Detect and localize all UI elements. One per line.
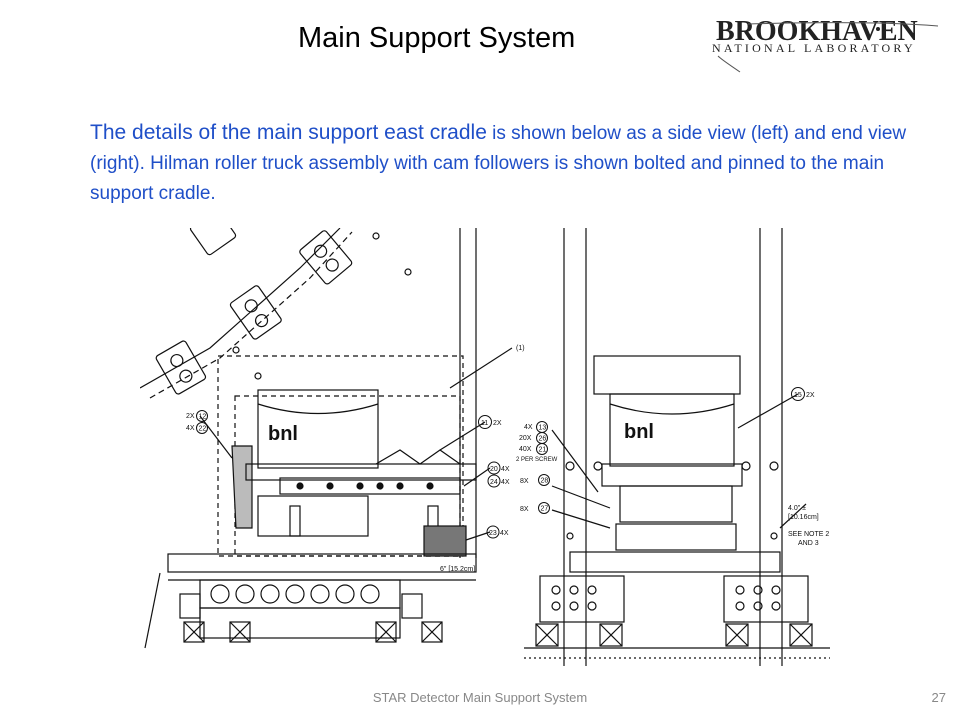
callout-qty: 8X: [520, 478, 529, 485]
bnl-logo-end: bnl: [624, 421, 654, 443]
callout-number: 12: [199, 414, 207, 421]
engineering-drawing: bnl bnl 2X 12 4X 22 11 2X 20 4X 24 4X 23…: [140, 228, 830, 666]
body-text-rest: is shown below as a side view (left) and…: [90, 123, 907, 204]
side-view: [140, 228, 513, 649]
callout-number: 27: [541, 506, 549, 513]
brookhaven-logo: BROOKHAVEN NATIONAL LABORATORY: [712, 16, 939, 73]
bnl-logo-side: bnl: [268, 423, 298, 445]
callout-number: 15: [794, 392, 802, 399]
callout-number: 13: [539, 425, 547, 432]
callout-number: 11: [481, 420, 488, 427]
callout-qty: 20X: [519, 435, 532, 442]
slide-title: Main Support System: [298, 22, 576, 54]
end-view: [524, 228, 830, 666]
callout-qty: 40X: [519, 446, 532, 453]
end-note-continued: AND 3: [798, 540, 819, 547]
callout-number: 26: [539, 436, 547, 443]
callout-number: 20: [490, 466, 498, 473]
callout-qty: 4X: [501, 466, 510, 473]
end-note-per-screw: 2 PER SCREW: [516, 457, 558, 463]
callout-number: 24: [490, 479, 498, 486]
svg-text:NATIONAL LABORATORY: NATIONAL LABORATORY: [712, 41, 916, 55]
callout-qty: 2X: [493, 420, 502, 427]
body-text-lead: The details of the main support east cra…: [90, 121, 487, 144]
callout-qty: 2X: [806, 392, 815, 399]
callout-number: 22: [199, 426, 207, 433]
callout-number: 23: [489, 530, 497, 537]
callout-qty: 4X: [500, 530, 509, 537]
page-number: 27: [931, 690, 946, 705]
callout-qty: 4X: [501, 479, 510, 486]
svg-text:BROOKHAVEN: BROOKHAVEN: [716, 16, 918, 47]
callout-qty: 8X: [520, 506, 529, 513]
callout-number: 21: [539, 447, 547, 454]
slide-body-text: The details of the main support east cra…: [90, 118, 910, 209]
side-dimension: 6" [15.2cm]: [440, 566, 475, 573]
side-note: (1): [516, 345, 525, 352]
callout-number: 28: [541, 478, 549, 485]
slide-footer: STAR Detector Main Support System: [372, 690, 588, 705]
end-dimension-metric: [10.16cm]: [788, 514, 819, 521]
callout-qty: 4X: [186, 425, 195, 432]
callout-qty: 2X: [186, 413, 195, 420]
callout-qty: 4X: [524, 424, 533, 431]
end-note: SEE NOTE 2: [788, 531, 829, 538]
end-dimension: 4.0" ±: [788, 505, 806, 512]
